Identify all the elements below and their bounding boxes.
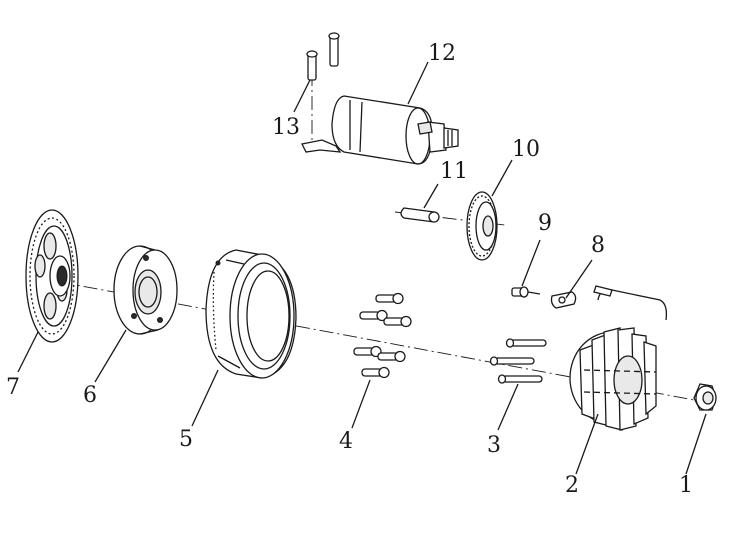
callout-7: 7	[6, 375, 20, 400]
callout-10: 10	[512, 137, 540, 162]
leader-13	[293, 79, 311, 113]
leader-9	[521, 239, 541, 287]
callout-12: 12	[428, 41, 456, 66]
leader-3	[497, 383, 519, 431]
callout-9: 9	[538, 211, 552, 236]
leader-12	[407, 61, 429, 105]
callout-6: 6	[83, 383, 97, 408]
callout-4: 4	[339, 429, 353, 454]
part-1-nut	[693, 383, 717, 411]
part-8-wire-clamp	[550, 291, 577, 309]
callout-3: 3	[487, 433, 501, 458]
callout-13: 13	[272, 115, 300, 140]
leader-8	[565, 259, 593, 299]
leader-lines	[17, 61, 707, 475]
part-13-mounting-bolts	[306, 32, 340, 81]
part-4-flywheel-bolts	[353, 292, 412, 379]
leader-7	[17, 331, 39, 373]
part-2-stator-coil	[569, 285, 668, 431]
callout-2: 2	[565, 473, 579, 498]
leader-6	[94, 329, 127, 383]
leader-1	[685, 413, 707, 475]
leader-2	[575, 413, 599, 475]
callout-5: 5	[179, 427, 193, 452]
part-7-starter-driven-gear	[25, 209, 79, 343]
callout-11: 11	[440, 159, 468, 184]
part-11-shaft	[400, 207, 440, 223]
part-6-one-way-clutch	[113, 245, 178, 335]
leader-5	[191, 369, 219, 427]
leader-10	[491, 159, 513, 197]
callout-8: 8	[591, 233, 605, 258]
part-10-idle-gear	[466, 191, 498, 261]
callout-labels: 1 2 3 4 5 6 7 8 9 10 11 12 13	[6, 41, 693, 498]
leader-11	[423, 183, 439, 209]
leader-4	[351, 379, 371, 429]
part-12-starter-motor	[301, 95, 459, 165]
part-5-flywheel-rotor	[205, 249, 297, 379]
callout-1: 1	[679, 473, 693, 498]
part-9-screw	[511, 286, 541, 298]
part-3-stator-bolts	[489, 338, 547, 384]
